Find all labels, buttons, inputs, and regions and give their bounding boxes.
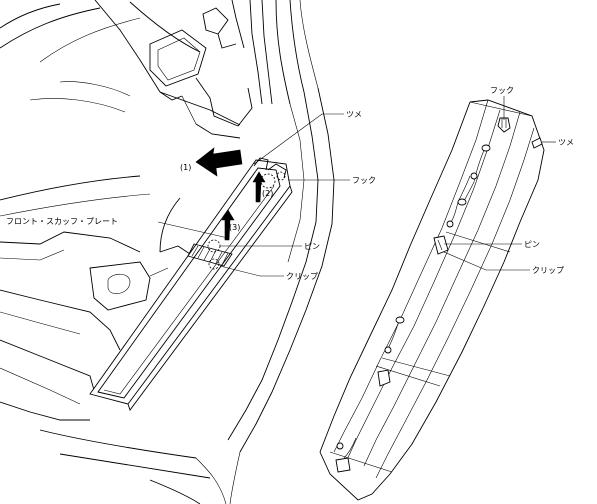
label-hook-right: フック [490, 86, 514, 95]
label-pin-right: ピン [524, 240, 540, 249]
label-front-scuff-plate: フロント・スカッフ・プレート [6, 217, 118, 226]
clip-hatch [187, 243, 233, 267]
step1-label: (1) [180, 163, 191, 172]
label-clip-left: クリップ [286, 272, 318, 281]
label-tsume-right: ツメ [558, 138, 574, 147]
label-pin-left: ピン [304, 242, 320, 251]
removal-arrows [195, 147, 266, 241]
label-hook-left: フック [352, 176, 376, 185]
step2-label: (2) [262, 189, 273, 198]
scuff-plate-back-view [319, 99, 545, 501]
arrow-step1-icon [195, 147, 243, 177]
vehicle-interior-illustration [0, 0, 335, 504]
left-leader-lines [157, 113, 350, 277]
right-leader-lines [443, 96, 556, 271]
label-tsume-left: ツメ [346, 110, 362, 119]
arrow-step2-icon [252, 171, 266, 203]
step3-label: (3) [229, 223, 240, 232]
arrow-step3-icon [221, 209, 235, 241]
label-clip-right: クリップ [532, 266, 564, 275]
